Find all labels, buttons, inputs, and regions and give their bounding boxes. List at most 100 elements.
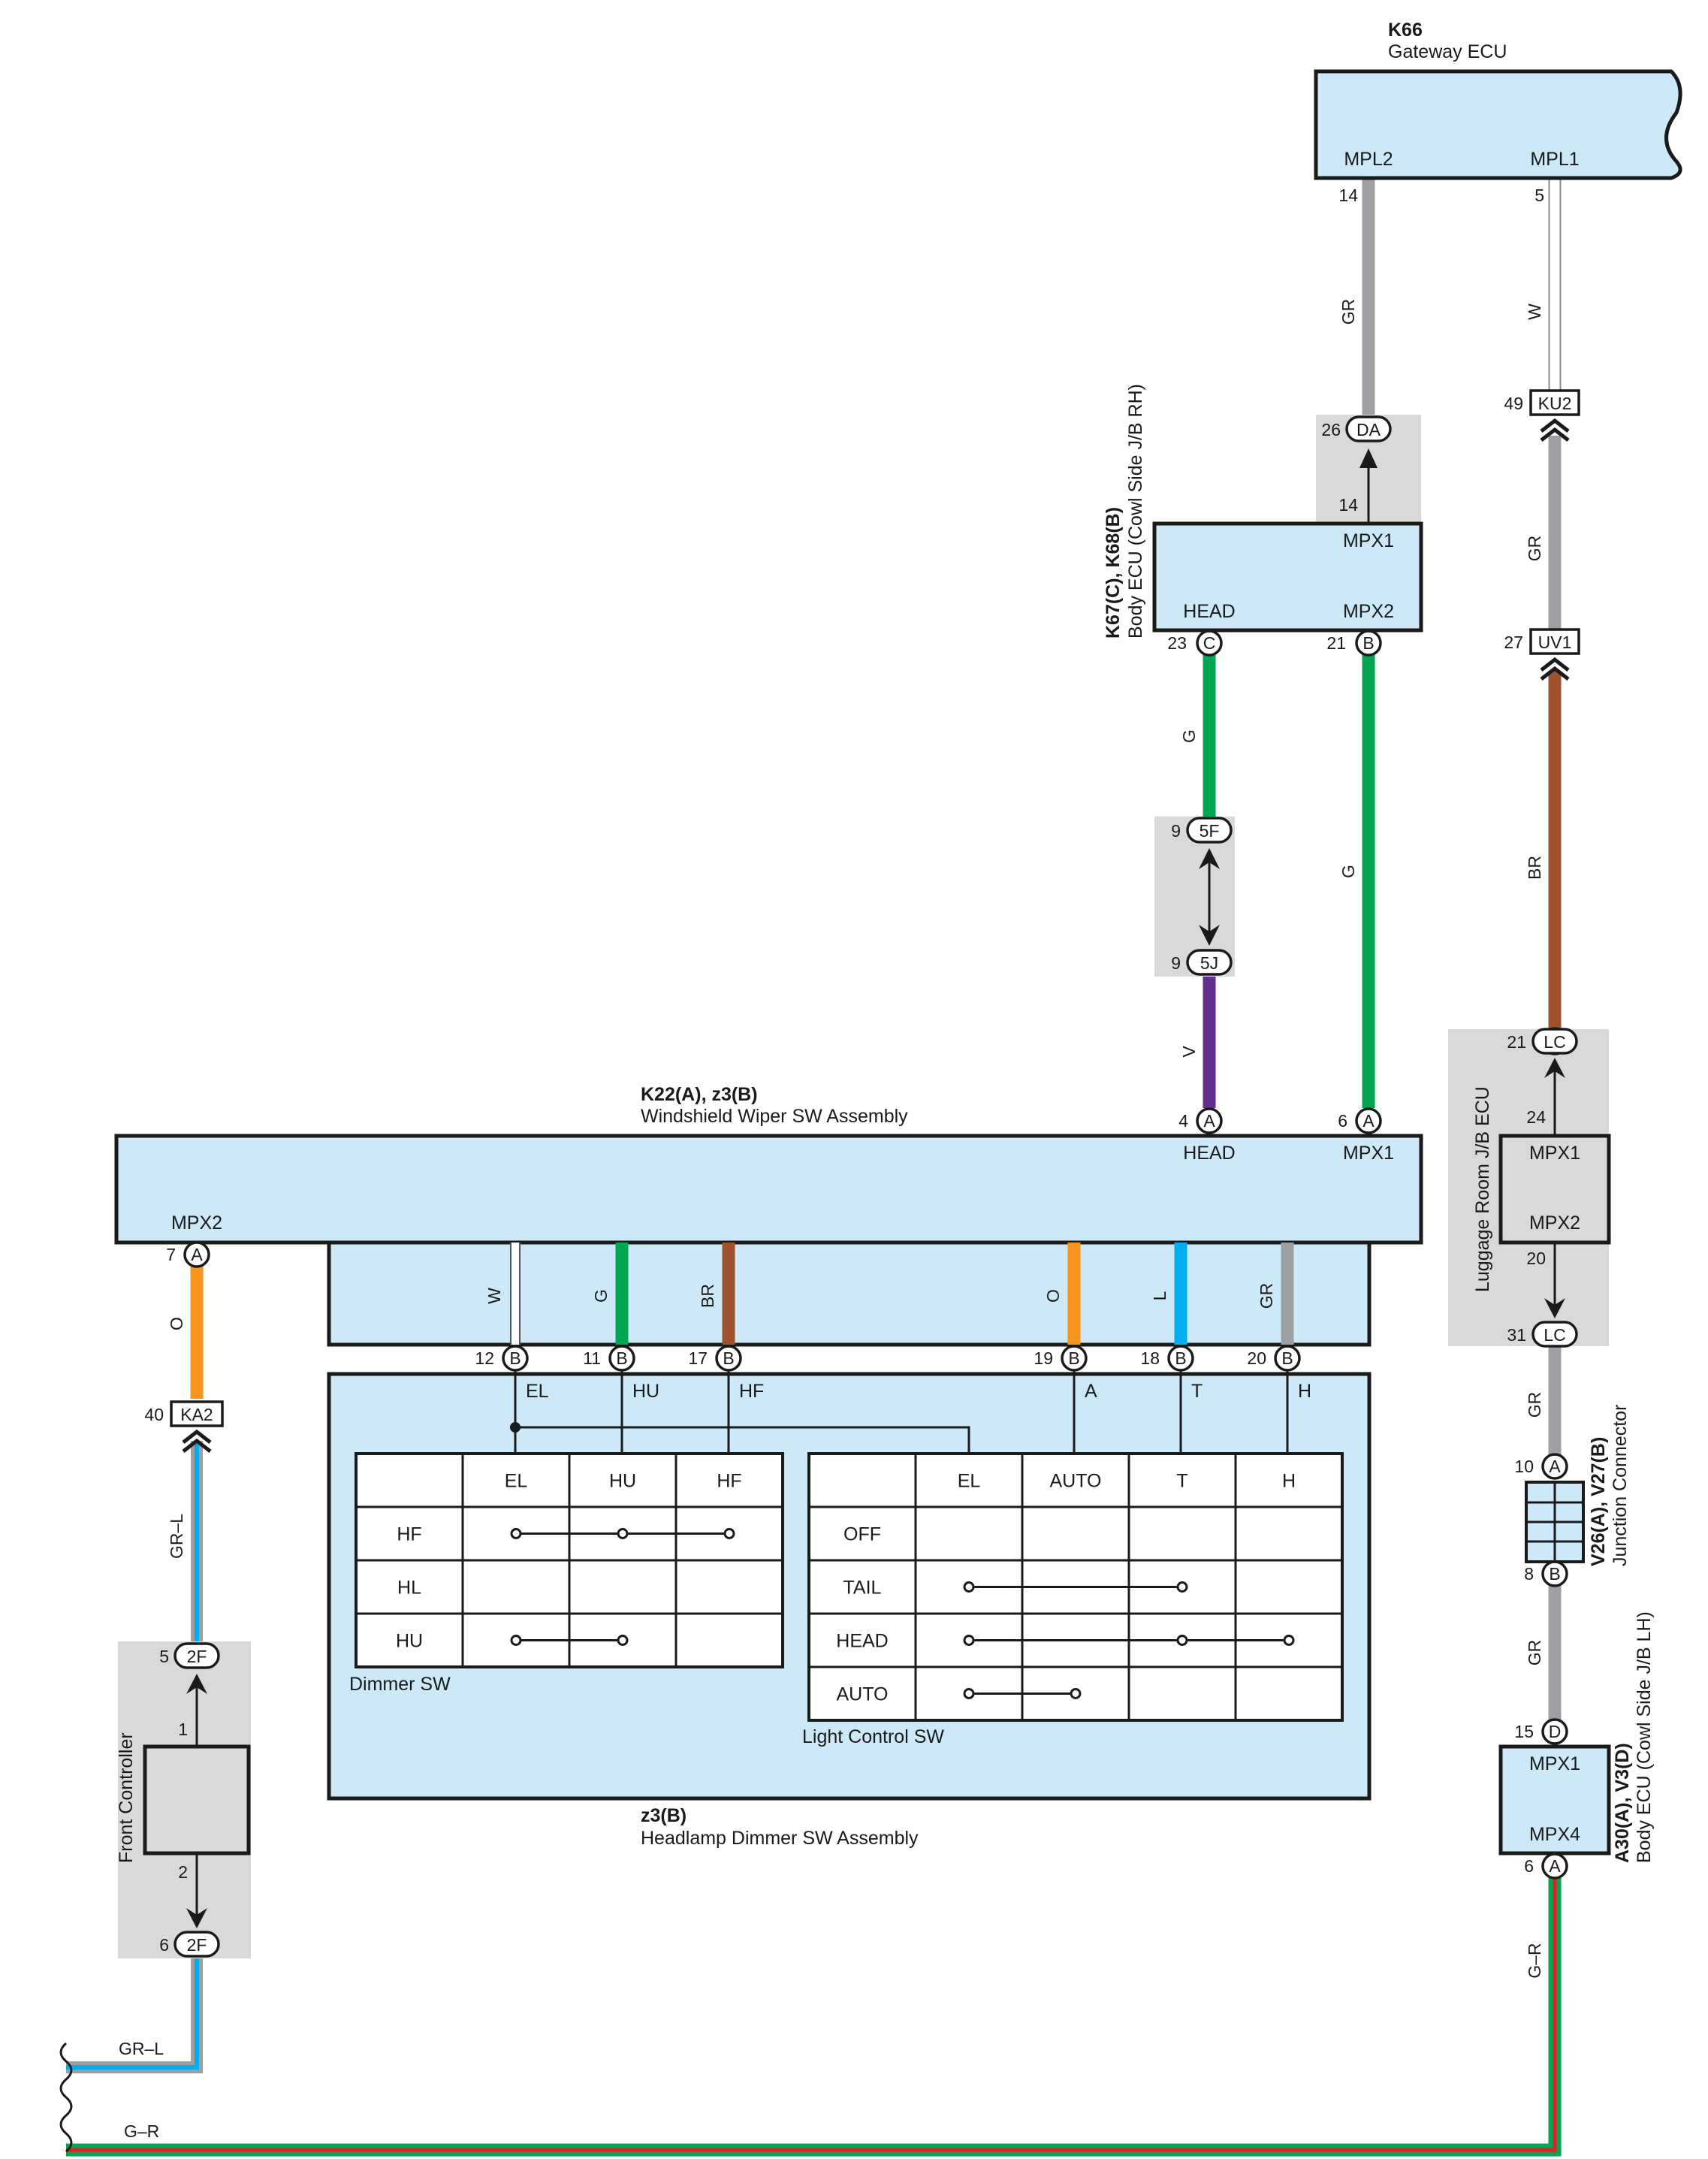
wire-label-o-mpx2: O: [167, 1317, 186, 1330]
svg-text:HF: HF: [739, 1381, 764, 1402]
gateway-ecu-box: [1314, 69, 1682, 180]
front-controller-conn-top-label: 2F: [187, 1647, 207, 1666]
svg-text:EL: EL: [526, 1381, 549, 1402]
body-ecu-lh-box: [1498, 1744, 1611, 1856]
wiper-pin-num-mpx2: 7: [166, 1245, 176, 1264]
ku2-connector-box: [1529, 389, 1580, 416]
body-ecu-lh-pin-num-mpx1: 15: [1514, 1722, 1534, 1741]
uv1-connector-label: UV1: [1538, 633, 1572, 652]
table-contact-line: [963, 1581, 1188, 1593]
table-row-header: HU: [396, 1631, 423, 1652]
table-row-header: HF: [397, 1524, 421, 1545]
wire-break-mark: [59, 2042, 73, 2153]
svg-text:20: 20: [1247, 1348, 1266, 1368]
wire-label-gr-lc: GR: [1525, 1392, 1544, 1418]
svg-text:H: H: [1298, 1381, 1311, 1402]
wire-gr-l-bottom: [66, 1958, 203, 2073]
wire-label-gr-ku2: GR: [1525, 536, 1544, 562]
table-col-header: EL: [958, 1471, 981, 1492]
table-col-header: HF: [717, 1471, 741, 1492]
internal-wire-label: GR: [1257, 1283, 1276, 1309]
internal-wire-label: L: [1150, 1291, 1169, 1300]
luggage-lc-top-label: LC: [1544, 1032, 1565, 1052]
5f-connector-label: 5F: [1200, 821, 1220, 841]
uv1-chevron-icon: [1540, 657, 1570, 681]
svg-text:B: B: [1068, 1348, 1079, 1368]
wire-label-gr-junction: GR: [1525, 1640, 1544, 1666]
front-controller-conn-top: [174, 1642, 220, 1669]
wire-label-w-gateway: W: [1525, 303, 1544, 320]
svg-text:12: 12: [475, 1348, 494, 1368]
svg-text:18: 18: [1140, 1348, 1160, 1368]
front-controller-box: [143, 1744, 251, 1856]
junction-bottom-pin: 8: [1524, 1564, 1534, 1584]
wire-label-gr-r-lh: G–R: [1525, 1943, 1544, 1978]
table-row-header: AUTO: [837, 1684, 889, 1705]
wire-label-g-r-bottom: G–R: [124, 2121, 159, 2141]
table-row-header: OFF: [843, 1524, 881, 1545]
terminal-a: A: [1073, 1370, 1097, 1454]
body-ecu-rh-pin-mpx2: MPX2: [1343, 601, 1394, 622]
svg-text:HU: HU: [632, 1381, 659, 1402]
terminal-hf: HF: [727, 1370, 764, 1454]
wiper-conn-mpx1: [1355, 1107, 1382, 1134]
front-controller-name: Front Controller: [116, 1732, 137, 1863]
luggage-jb-box: [1498, 1134, 1611, 1245]
body-ecu-rh-pin-head: HEAD: [1183, 601, 1235, 622]
internal-wire-strip: [327, 1240, 1372, 1347]
wire-label-gr-l-bottom: GR–L: [119, 2039, 164, 2058]
table-row-header: TAIL: [843, 1578, 882, 1599]
front-controller-pin-top: 1: [178, 1720, 188, 1739]
table-col-header: HU: [609, 1471, 636, 1492]
ku2-connector-pin: 49: [1504, 394, 1523, 413]
wiper-conn-head-label: A: [1203, 1111, 1215, 1131]
body-ecu-rh-pin-num-mpx1: 14: [1338, 495, 1358, 515]
front-controller-pin-bottom: 2: [178, 1862, 188, 1882]
internal-wire-gr: GR: [1257, 1243, 1294, 1345]
body-ecu-lh-pin-mpx1: MPX1: [1529, 1753, 1580, 1774]
gateway-pin-mpl2: MPL2: [1344, 149, 1393, 170]
body-ecu-lh-conn-d-label: D: [1549, 1722, 1562, 1741]
svg-text:17: 17: [688, 1348, 708, 1368]
terminal-h: H: [1286, 1370, 1311, 1454]
wiper-sw-code: K22(A), z3(B): [641, 1084, 758, 1105]
light-control-sw-label: Light Control SW: [802, 1726, 944, 1747]
internal-wire-l: L: [1150, 1243, 1187, 1345]
body-ecu-rh-pin-num-mpx2: 21: [1326, 633, 1346, 653]
luggage-jb-name: Luggage Room J/B ECU: [1472, 1086, 1493, 1292]
body-ecu-lh-conn-a-label: A: [1549, 1856, 1561, 1876]
svg-text:B: B: [723, 1348, 734, 1368]
body-ecu-rh-conn-c-label: C: [1203, 633, 1216, 653]
junction-name: Junction Connector: [1610, 1405, 1631, 1566]
luggage-pin-mpx1: MPX1: [1529, 1143, 1580, 1164]
table-contact-line: [510, 1528, 735, 1539]
table-contact-line: [510, 1635, 629, 1646]
5f-connector-pin: 9: [1171, 821, 1181, 841]
5j-connector-oval: [1186, 949, 1233, 976]
luggage-lc-bottom-arrow-icon: [1544, 1298, 1565, 1318]
headlamp-dimmer-code: z3(B): [641, 1805, 687, 1826]
wiper-sw-name: Windshield Wiper SW Assembly: [641, 1106, 908, 1127]
junction-bottom-conn-label: B: [1549, 1564, 1560, 1584]
svg-text:T: T: [1191, 1381, 1203, 1402]
internal-wire-label: BR: [698, 1284, 717, 1308]
internal-wire-o: O: [1043, 1243, 1081, 1345]
gateway-pin-mpl1: MPL1: [1530, 149, 1579, 170]
da-connector-label: DA: [1356, 420, 1381, 439]
da-connector-pin: 26: [1321, 420, 1341, 439]
terminal-t: T: [1179, 1370, 1203, 1454]
body-ecu-rh-conn-b: [1355, 630, 1382, 657]
wiper-conn-mpx2: [183, 1241, 210, 1268]
internal-wire-w: W: [484, 1243, 521, 1345]
front-controller-bottom-arrow-icon: [186, 1908, 207, 1928]
headlamp-dimmer-name: Headlamp Dimmer SW Assembly: [641, 1828, 919, 1849]
svg-text:A: A: [1085, 1381, 1097, 1402]
gateway-ecu-name: Gateway ECU: [1388, 41, 1507, 62]
luggage-lc-bottom: [1531, 1321, 1578, 1348]
internal-pin-12: B12: [475, 1345, 529, 1372]
wire-label-v-5j: V: [1179, 1046, 1199, 1058]
body-ecu-lh-pin-mpx4: MPX4: [1529, 1824, 1580, 1845]
